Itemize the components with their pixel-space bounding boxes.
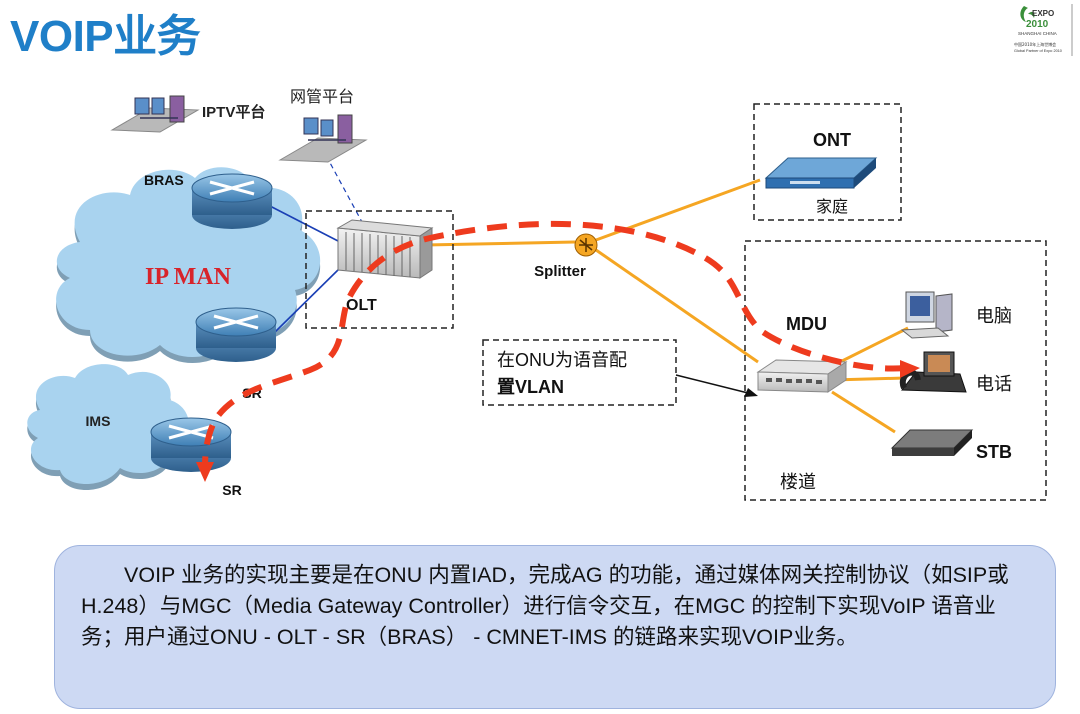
description-text: VOIP 业务的实现主要是在ONU 内置IAD，完成AG 的功能，通过媒体网关控… xyxy=(81,563,1009,649)
callout-arrow-head xyxy=(744,388,758,397)
ont-device-icon xyxy=(764,157,878,189)
mdu-device-icon xyxy=(756,359,848,393)
stb-label: STB xyxy=(976,442,1012,462)
olt-group-box xyxy=(305,210,454,329)
ont-label: ONT xyxy=(813,130,851,150)
sr-router-icon xyxy=(195,307,277,362)
callout-line-1: 在ONU为语音配 xyxy=(497,350,627,370)
splitter-icon xyxy=(574,233,598,257)
iptv-label: IPTV平台 xyxy=(202,103,265,121)
stb-icon xyxy=(890,429,974,456)
nms-label: 网管平台 xyxy=(290,88,354,106)
sr-router-2-icon xyxy=(150,417,232,472)
bras-label: BRAS xyxy=(144,172,184,188)
phone-label: 电话 xyxy=(976,374,1012,394)
callout-line-2: 置VLAN xyxy=(497,377,564,397)
olt-label: OLT xyxy=(346,297,377,314)
logo-text-expo: EXPO xyxy=(1032,9,1054,18)
vlan-callout-box xyxy=(482,339,677,406)
slide-title: VOIP业务 xyxy=(10,12,201,61)
splitter-label: Splitter xyxy=(534,263,586,280)
link-sr-olt xyxy=(274,267,341,333)
ip-man-label: IP MAN xyxy=(145,264,232,290)
ims-label: IMS xyxy=(86,413,111,429)
building-label: 楼道 xyxy=(780,472,816,492)
expo-2010-logo: EXPO 2010 SHANGHAI CHINA 中国2010年上海世博会 Gl… xyxy=(1014,4,1073,56)
phone-icon xyxy=(899,351,967,393)
voice-path xyxy=(202,220,906,469)
logo-text-year: 2010 xyxy=(1026,19,1049,30)
building-group-box xyxy=(744,240,1047,501)
pc-label: 电脑 xyxy=(976,306,1012,326)
ims-cloud xyxy=(27,364,189,490)
nms-platform-icon xyxy=(278,114,368,163)
pc-icon xyxy=(900,291,953,339)
logo-text-cn: 中国2010年上海世博会 xyxy=(1014,41,1056,47)
description-box: VOIP 业务的实现主要是在ONU 内置IAD，完成AG 的功能，通过媒体网关控… xyxy=(54,545,1056,709)
link-bras-olt xyxy=(267,204,341,243)
home-label: 家庭 xyxy=(816,198,848,216)
logo-text-partner: Global Partner of Expo 2010 xyxy=(1014,49,1062,53)
sr-label-2: SR xyxy=(222,482,241,498)
olt-device-icon xyxy=(336,219,434,279)
logo-text-city: SHANGHAI CHINA xyxy=(1018,31,1057,36)
iptv-platform-icon xyxy=(110,95,200,133)
network-diagram: IP MAN IMS IPTV平台 网管平台 xyxy=(27,88,1047,501)
callout-arrow xyxy=(675,374,749,394)
voice-path-arrow-phone xyxy=(900,360,920,378)
home-group-box xyxy=(753,103,902,221)
voice-path-arrow-sr xyxy=(196,462,214,482)
bras-router-icon xyxy=(191,173,273,229)
mdu-label: MDU xyxy=(786,314,827,334)
